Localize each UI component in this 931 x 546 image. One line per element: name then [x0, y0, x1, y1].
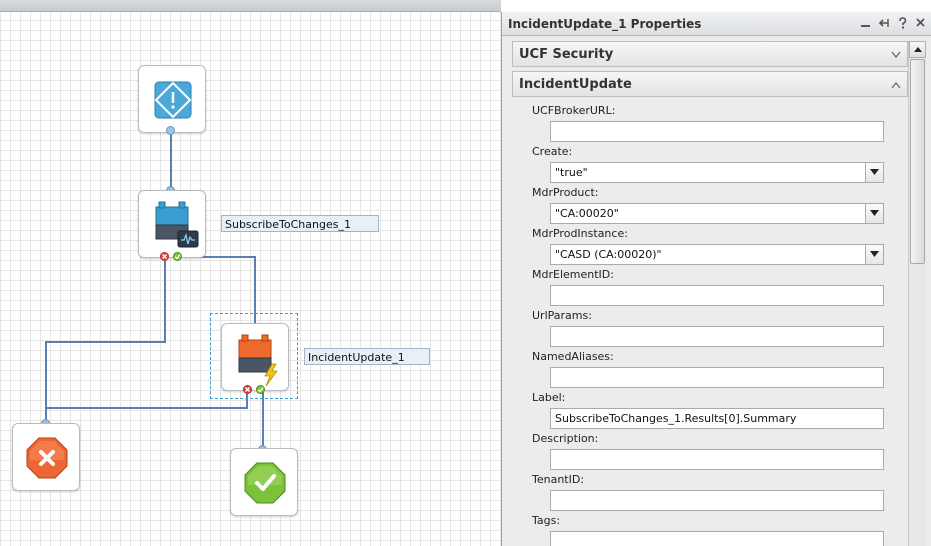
incident-fail-port[interactable] — [243, 385, 252, 394]
selection-box — [210, 313, 298, 399]
create-select[interactable]: "true" — [550, 162, 884, 183]
mdr-prod-instance-label: MdrProdInstance: — [532, 227, 628, 240]
properties-panel-header: IncidentUpdate_1 Properties — [502, 12, 931, 36]
named-aliases-input[interactable] — [550, 367, 884, 388]
close-icon[interactable] — [914, 16, 927, 30]
mdr-element-id-label: MdrElementID: — [532, 268, 614, 281]
named-aliases-label: NamedAliases: — [532, 350, 614, 363]
dropdown-arrow-icon — [870, 251, 879, 257]
section-incident-update-body: UCFBrokerURL: Create: "true" MdrProduct:… — [512, 101, 908, 546]
incident-ok-port[interactable] — [256, 385, 265, 394]
stop-failure-icon — [26, 437, 68, 479]
incident-update-node[interactable] — [221, 323, 289, 391]
workflow-canvas[interactable]: SubscribeToChanges_1 IncidentUpdate_1 — [0, 0, 501, 546]
start-diamond-icon — [154, 81, 192, 119]
description-input[interactable] — [550, 449, 884, 470]
label-input[interactable] — [550, 408, 884, 429]
dropdown-arrow-icon — [870, 210, 879, 216]
scroll-up-arrow-icon — [914, 47, 922, 52]
subscribe-ok-port[interactable] — [173, 252, 182, 261]
expand-chevron-icon[interactable] — [891, 51, 901, 59]
url-params-input[interactable] — [550, 326, 884, 347]
collapse-chevron-icon[interactable] — [891, 81, 901, 89]
mdr-product-select[interactable]: "CA:00020" — [550, 203, 884, 224]
description-label: Description: — [532, 432, 599, 445]
mdr-product-label: MdrProduct: — [532, 186, 599, 199]
canvas-toolbar-strip — [0, 0, 501, 12]
stop-success-icon — [244, 462, 286, 504]
start-out-port[interactable] — [166, 126, 175, 135]
create-select-value: "true" — [555, 166, 588, 179]
tenant-id-input[interactable] — [550, 490, 884, 511]
section-ucf-security-header[interactable]: UCF Security — [512, 41, 908, 67]
dropdown-arrow-icon — [870, 169, 879, 175]
section-incident-update-title: IncidentUpdate — [519, 77, 632, 92]
incident-update-node-label[interactable]: IncidentUpdate_1 — [304, 348, 430, 365]
start-node[interactable] — [138, 65, 206, 133]
create-label: Create: — [532, 145, 573, 158]
mdr-prod-instance-select[interactable]: "CASD (CA:00020)" — [550, 244, 884, 265]
label-field-label: Label: — [532, 391, 566, 404]
scroll-up-button[interactable] — [909, 41, 926, 58]
properties-scrollbar[interactable] — [908, 41, 926, 546]
tags-label: Tags: — [532, 514, 561, 527]
section-incident-update-header[interactable]: IncidentUpdate — [512, 71, 908, 97]
subscribe-operator-icon — [155, 201, 199, 248]
url-params-label: UrlParams: — [532, 309, 592, 322]
subscribe-node-label[interactable]: SubscribeToChanges_1 — [221, 215, 379, 232]
subscribe-fail-port[interactable] — [160, 252, 169, 261]
help-icon[interactable] — [896, 16, 909, 30]
stop-success-node[interactable] — [230, 448, 298, 516]
section-ucf-security-title: UCF Security — [519, 47, 614, 62]
mdr-element-id-input[interactable] — [550, 285, 884, 306]
minimize-icon[interactable] — [859, 16, 872, 30]
stop-failure-node[interactable] — [12, 423, 80, 491]
properties-panel-title: IncidentUpdate_1 Properties — [508, 17, 702, 31]
mdr-prod-instance-select-value: "CASD (CA:00020)" — [555, 248, 662, 261]
tenant-id-label: TenantID: — [532, 473, 585, 486]
properties-panel: IncidentUpdate_1 Properties UCF Security — [501, 12, 931, 546]
mdr-product-select-value: "CA:00020" — [555, 207, 619, 220]
subscribe-node[interactable] — [138, 190, 206, 258]
scroll-thumb[interactable] — [910, 59, 925, 264]
incident-update-operator-icon — [238, 334, 278, 387]
create-dropdown-button[interactable] — [865, 163, 883, 182]
tags-input[interactable] — [550, 531, 884, 546]
ucf-broker-url-label: UCFBrokerURL: — [532, 104, 616, 117]
dock-icon[interactable] — [877, 16, 890, 30]
properties-panel-body: UCF Security IncidentUpdate UCFBrokerURL… — [512, 41, 908, 546]
mdr-product-dropdown-button[interactable] — [865, 204, 883, 223]
ucf-broker-url-input[interactable] — [550, 121, 884, 142]
mdr-prod-instance-dropdown-button[interactable] — [865, 245, 883, 264]
